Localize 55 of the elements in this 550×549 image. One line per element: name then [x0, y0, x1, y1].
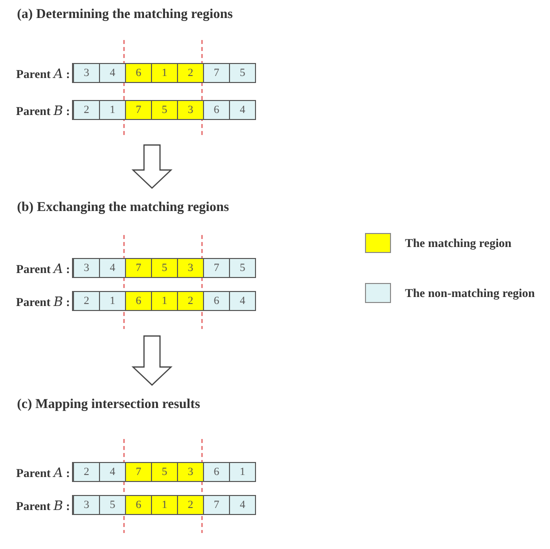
- gene-cell: 1: [229, 463, 255, 481]
- gene-cell: 5: [229, 259, 255, 277]
- gene-cell: 1: [151, 496, 177, 514]
- block-arrow: [132, 335, 172, 386]
- parent-label: Parent A :: [16, 465, 70, 483]
- gene-cell: 4: [229, 101, 255, 119]
- gene-cell: 4: [229, 496, 255, 514]
- gene-cell: 6: [203, 292, 229, 310]
- gene-cell: 1: [151, 64, 177, 82]
- gene-cell: 7: [203, 64, 229, 82]
- gene-cell: 3: [177, 259, 203, 277]
- parent-label: Parent A :: [16, 66, 70, 84]
- gene-cell: 2: [177, 496, 203, 514]
- gene-cell: 5: [151, 101, 177, 119]
- gene-cell: 7: [125, 463, 151, 481]
- parent-label: Parent B :: [16, 294, 70, 312]
- gene-cell: 6: [203, 101, 229, 119]
- gene-cell: 3: [73, 496, 99, 514]
- section-heading: (a) Determining the matching regions: [17, 6, 233, 22]
- gene-cell: 7: [203, 496, 229, 514]
- gene-cell: 6: [203, 463, 229, 481]
- gene-cell: 7: [203, 259, 229, 277]
- gene-cell: 7: [125, 101, 151, 119]
- section-heading: (c) Mapping intersection results: [17, 396, 200, 412]
- gene-cell: 6: [125, 292, 151, 310]
- parent-label: Parent B :: [16, 498, 70, 516]
- gene-cell: 1: [99, 292, 125, 310]
- gene-cell: 6: [125, 64, 151, 82]
- gene-cell: 3: [73, 259, 99, 277]
- parent-label: Parent A :: [16, 261, 70, 279]
- gene-cell: 3: [177, 463, 203, 481]
- gene-cell: 1: [99, 101, 125, 119]
- gene-cell: 5: [99, 496, 125, 514]
- gene-cell: 5: [151, 259, 177, 277]
- gene-cell: 6: [125, 496, 151, 514]
- gene-cell: 4: [99, 259, 125, 277]
- gene-cell: 4: [99, 64, 125, 82]
- gene-cell: 3: [177, 101, 203, 119]
- block-arrow: [132, 144, 172, 189]
- legend-label: The non-matching region: [405, 286, 535, 301]
- legend-label: The matching region: [405, 236, 512, 251]
- gene-cell: 2: [73, 463, 99, 481]
- gene-cell: 7: [125, 259, 151, 277]
- section-heading: (b) Exchanging the matching regions: [17, 199, 230, 215]
- gene-cell: 1: [151, 292, 177, 310]
- gene-cell: 4: [99, 463, 125, 481]
- gene-cell: 5: [229, 64, 255, 82]
- gene-cell: 2: [177, 64, 203, 82]
- gene-cell: 4: [229, 292, 255, 310]
- gene-cell: 3: [73, 64, 99, 82]
- parent-label: Parent B :: [16, 103, 70, 121]
- gene-cell: 2: [73, 292, 99, 310]
- gene-cell: 5: [151, 463, 177, 481]
- gene-cell: 2: [73, 101, 99, 119]
- gene-cell: 2: [177, 292, 203, 310]
